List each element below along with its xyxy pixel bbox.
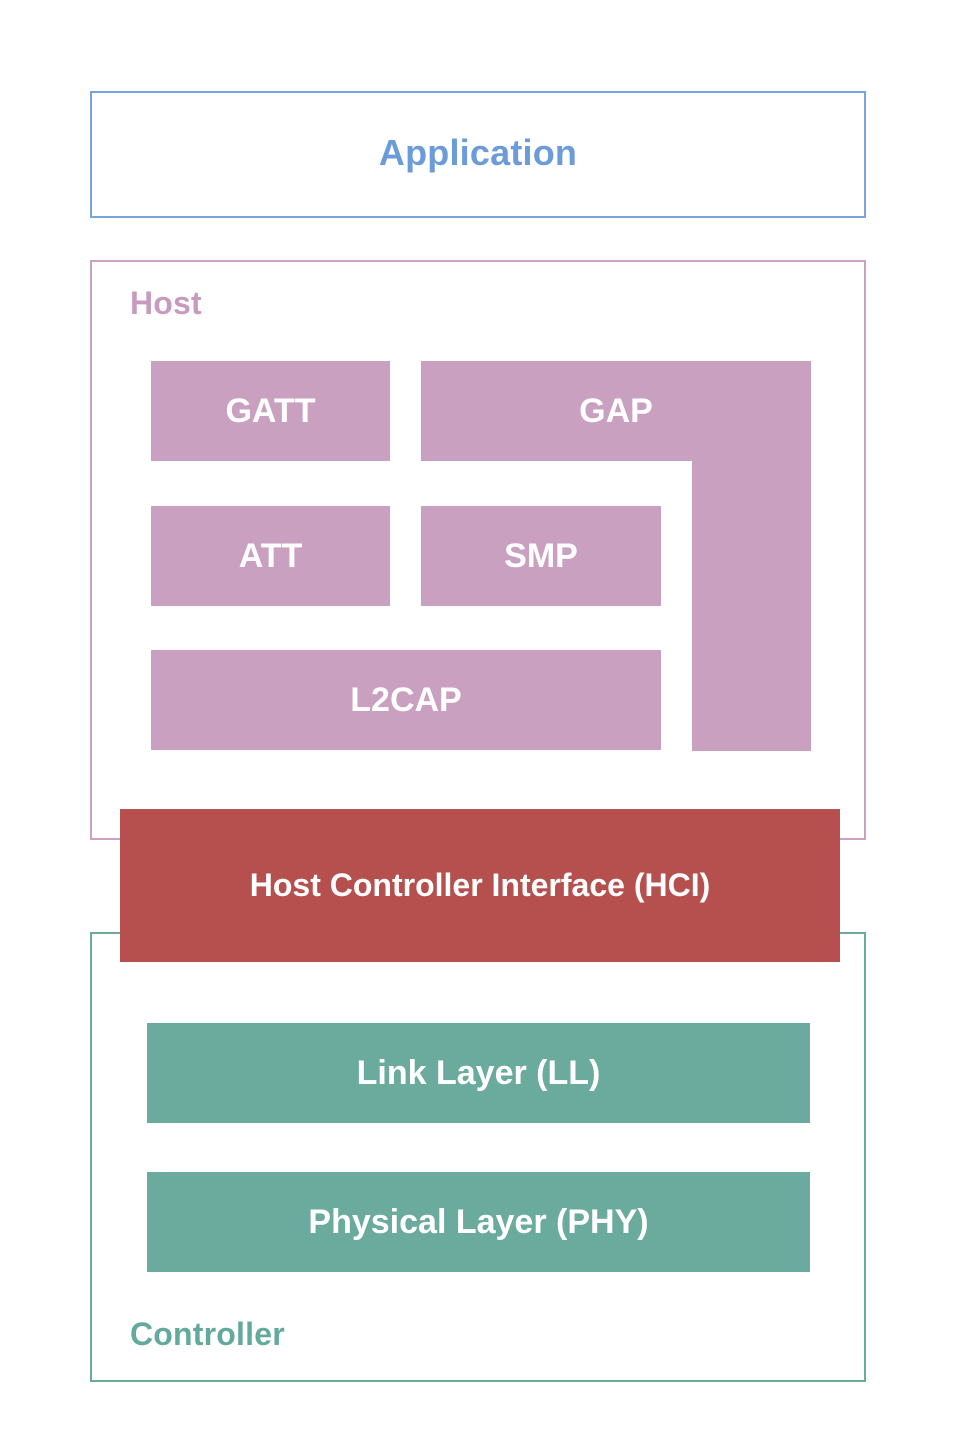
host-block-gap-label: GAP (579, 391, 653, 430)
host-layer-label: Host (130, 285, 202, 321)
gap-top-bar (421, 361, 811, 461)
host-block-smp: SMP (421, 506, 661, 606)
host-block-gap: GAP (421, 361, 811, 751)
controller-block-link-layer: Link Layer (LL) (147, 1023, 810, 1123)
controller-layer-label: Controller (130, 1316, 285, 1352)
host-block-att: ATT (151, 506, 390, 606)
controller-layer-box (90, 932, 866, 1382)
gap-right-column (692, 461, 811, 751)
application-layer-box (90, 91, 866, 218)
controller-block-physical-layer: Physical Layer (PHY) (147, 1172, 810, 1272)
host-controller-interface-block: Host Controller Interface (HCI) (120, 809, 840, 962)
application-layer-label: Application (378, 132, 578, 173)
host-block-l2cap: L2CAP (151, 650, 661, 750)
host-block-gatt: GATT (151, 361, 390, 461)
